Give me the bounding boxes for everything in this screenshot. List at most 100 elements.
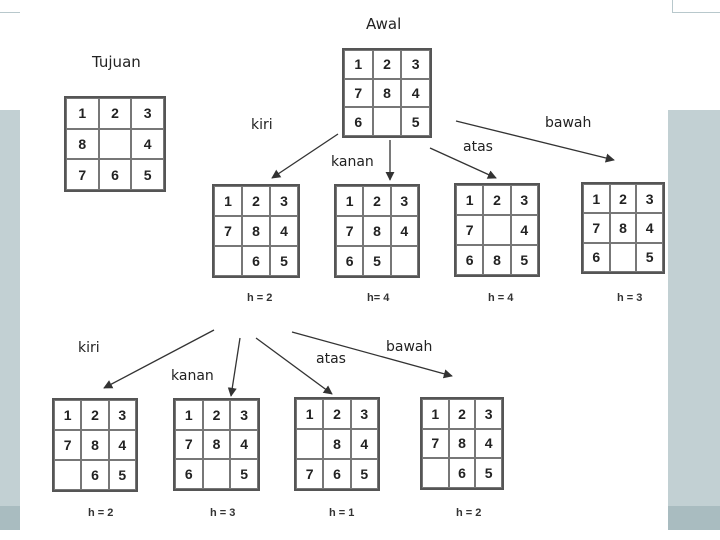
puzzle-tile: 5 (230, 459, 258, 489)
puzzle-tile: 3 (230, 400, 258, 430)
puzzle-tile: 1 (54, 400, 82, 430)
puzzle-tile: 5 (510, 245, 538, 275)
h-value-l2-bawah: h = 2 (456, 507, 482, 519)
puzzle-tile: 2 (363, 186, 391, 216)
puzzle-tile: 2 (448, 399, 476, 429)
puzzle-tile: 1 (344, 50, 373, 79)
puzzle-tile: 7 (296, 459, 324, 489)
puzzle-tile: 6 (323, 459, 351, 489)
puzzle-empty-cell (202, 459, 231, 489)
puzzle-empty-cell (422, 458, 449, 488)
puzzle-tile: 3 (510, 185, 538, 215)
puzzle-tile: 3 (350, 399, 378, 429)
puzzle-tile: 8 (66, 128, 99, 160)
puzzle-tile: 1 (583, 184, 610, 214)
puzzle-tile: 6 (242, 246, 270, 276)
edge-label-l2-bawah: bawah (386, 339, 433, 355)
puzzle-tile: 8 (483, 245, 511, 275)
arrow-l2-bawah (291, 331, 453, 379)
arrow-awal-atas (429, 147, 497, 179)
puzzle-tile: 1 (456, 185, 484, 215)
puzzle-tile: 6 (448, 458, 476, 488)
puzzle-tile: 7 (175, 429, 203, 460)
puzzle-tile: 2 (81, 400, 109, 430)
puzzle-tile: 2 (202, 400, 231, 430)
puzzle-tile: 8 (609, 213, 637, 243)
puzzle-tile: 4 (270, 216, 298, 246)
puzzle-empty-cell (214, 246, 242, 276)
puzzle-tile: 4 (401, 78, 430, 108)
puzzle-tile: 1 (296, 399, 324, 429)
h-value-l1-bawah: h = 3 (617, 292, 643, 304)
puzzle-tile: 8 (202, 429, 231, 460)
puzzle-tile: 6 (336, 246, 364, 276)
h-value-l1-kanan: h= 4 (367, 292, 390, 304)
label-awal: Awal (366, 15, 402, 33)
puzzle-tile: 7 (456, 215, 484, 245)
puzzle-tile: 3 (401, 50, 430, 79)
arrow-l2-kanan (227, 337, 241, 397)
puzzle-tile: 5 (131, 159, 164, 190)
puzzle-tile: 3 (270, 186, 298, 216)
puzzle-tile: 2 (323, 399, 351, 429)
puzzle-tile: 6 (98, 159, 132, 190)
corner-line-top-right (672, 12, 720, 13)
edge-label-l1-bawah: bawah (545, 115, 592, 131)
puzzle-tile: 4 (230, 429, 258, 460)
puzzle-tile: 3 (636, 184, 663, 214)
edge-label-l2-kanan: kanan (171, 368, 214, 384)
puzzle-tile: 6 (456, 245, 484, 275)
edge-label-l2-atas: atas (316, 351, 346, 367)
h-value-l1-atas: h = 4 (488, 292, 514, 304)
puzzle-tile: 8 (242, 216, 270, 246)
puzzle-tile: 1 (422, 399, 449, 429)
puzzle-tile: 5 (475, 458, 502, 488)
puzzle-tile: 5 (363, 246, 391, 276)
puzzle-tile: 7 (344, 78, 373, 108)
puzzle-tile: 7 (583, 213, 610, 243)
label-tujuan: Tujuan (92, 53, 141, 71)
puzzle-empty-cell (372, 107, 402, 136)
puzzle-tile: 8 (448, 428, 476, 459)
puzzle-tile: 7 (336, 216, 364, 246)
h-value-l2-kiri: h = 2 (88, 507, 114, 519)
puzzle-tile: 4 (510, 215, 538, 245)
puzzle-tile: 6 (81, 460, 109, 490)
puzzle-tile: 5 (636, 242, 663, 272)
puzzle-tile: 7 (54, 430, 82, 460)
puzzle-empty-cell (54, 460, 82, 490)
puzzle-tile: 3 (475, 399, 502, 429)
puzzle-tile: 1 (66, 98, 99, 129)
puzzle-tile: 2 (242, 186, 270, 216)
arrow-l2-kiri (103, 329, 215, 389)
puzzle-tile: 8 (372, 78, 402, 108)
puzzle-tile: 5 (270, 246, 298, 276)
puzzle-tile: 7 (422, 428, 449, 459)
puzzle-tile: 1 (175, 400, 203, 430)
puzzle-tile: 4 (390, 216, 418, 246)
puzzle-tile: 4 (108, 430, 136, 460)
puzzle-tile: 3 (390, 186, 418, 216)
puzzle-tile: 4 (475, 428, 502, 459)
puzzle-tile: 8 (81, 430, 109, 460)
puzzle-tile: 3 (131, 98, 164, 129)
puzzle-tile: 1 (336, 186, 364, 216)
puzzle-tile: 7 (214, 216, 242, 246)
puzzle-tile: 2 (98, 98, 132, 129)
puzzle-tile: 2 (372, 50, 402, 79)
puzzle-tile: 4 (350, 429, 378, 459)
puzzle-empty-cell (390, 246, 418, 276)
arrow-awal-bawah (455, 120, 615, 163)
puzzle-tile: 4 (131, 128, 164, 160)
puzzle-tile: 8 (323, 429, 351, 459)
puzzle-tile: 5 (350, 459, 378, 489)
